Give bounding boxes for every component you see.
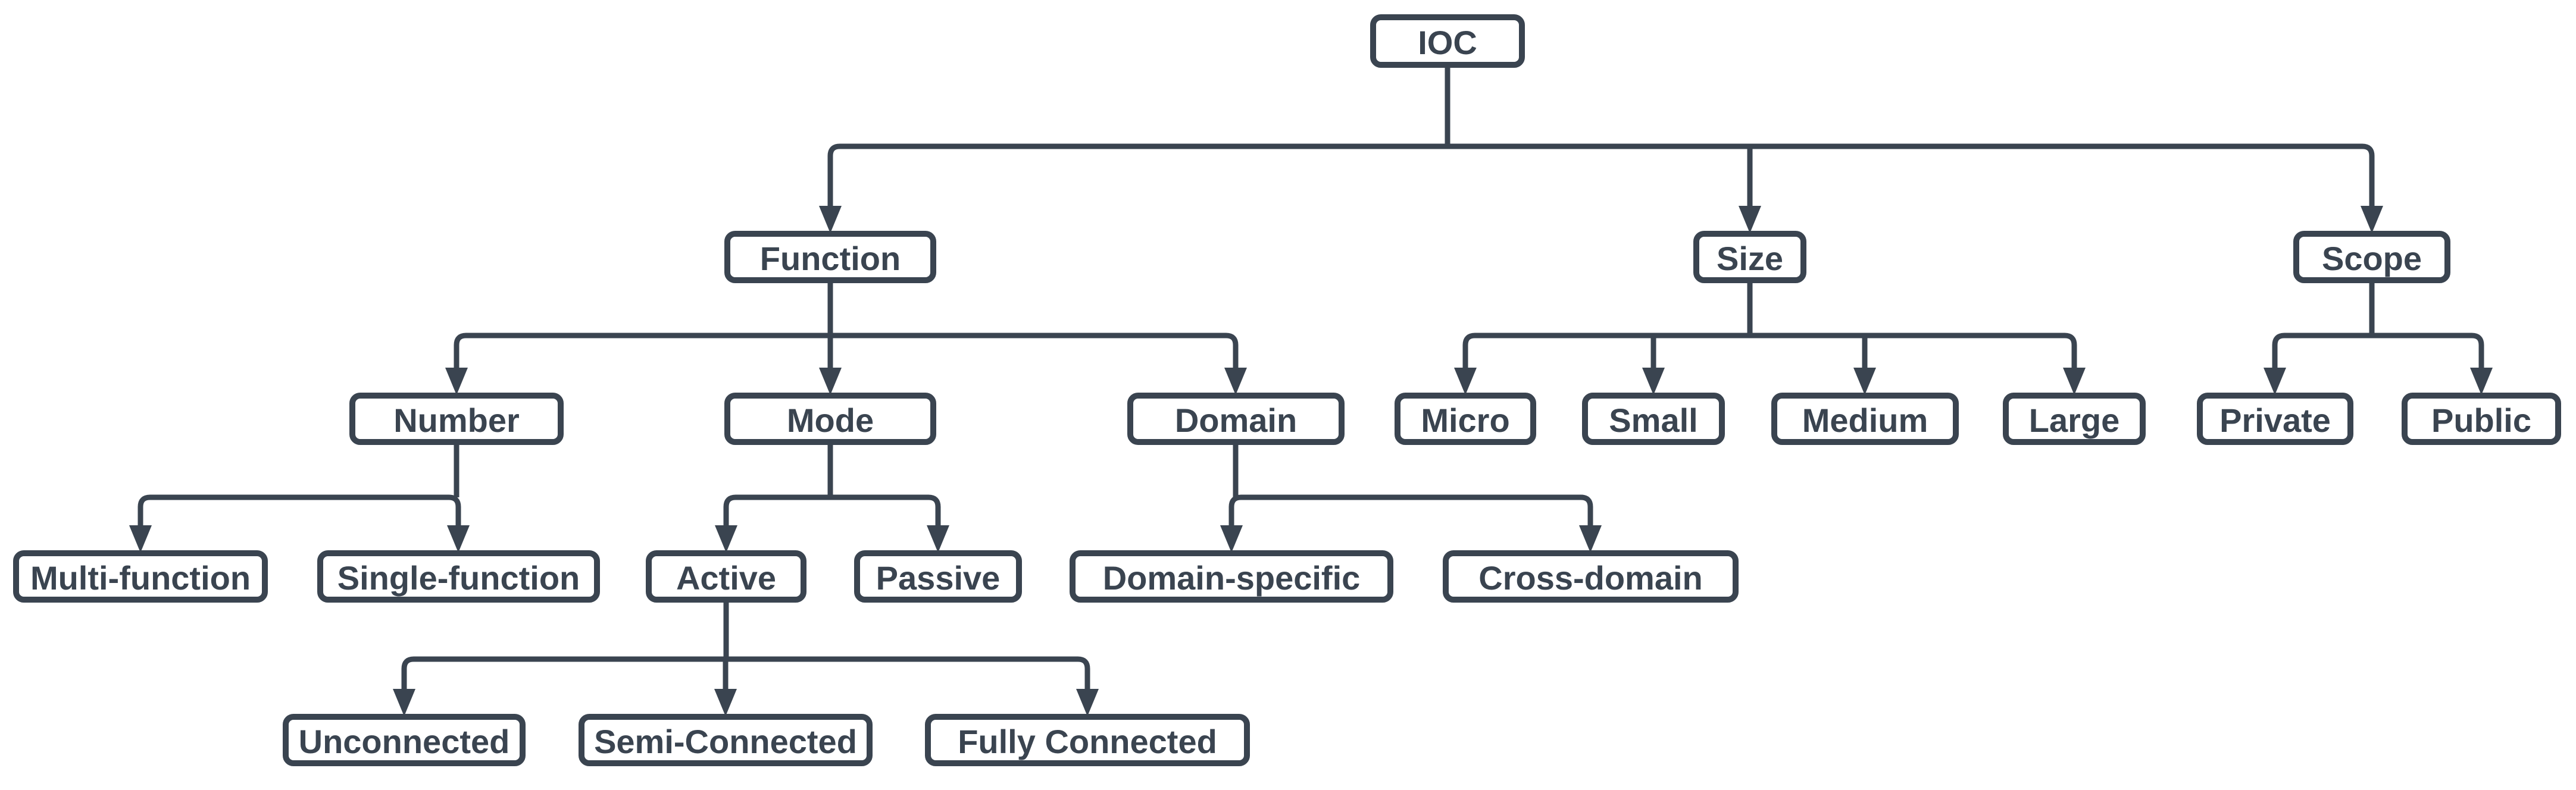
node-size: Size	[1693, 231, 1806, 283]
node-large: Large	[2003, 393, 2146, 445]
arrowhead	[1220, 525, 1243, 553]
node-unconnected: Unconnected	[283, 714, 526, 766]
arrowhead	[1739, 206, 1761, 233]
node-single-function: Single-function	[317, 550, 600, 603]
arrowhead	[1853, 368, 1876, 395]
node-medium: Medium	[1771, 393, 1959, 445]
arrowhead	[1076, 689, 1099, 716]
edge-domain-children	[1220, 445, 1602, 553]
node-multi-function: Multi-function	[13, 550, 268, 603]
connector-line	[1228, 494, 1593, 528]
arrowhead	[819, 368, 842, 395]
arrowhead	[445, 368, 468, 395]
connector-line	[827, 143, 2375, 208]
connector-line	[1462, 333, 2077, 370]
node-cross-domain: Cross-domain	[1443, 550, 1739, 603]
node-active: Active	[646, 550, 806, 603]
node-function: Function	[724, 231, 936, 283]
arrowhead	[1642, 368, 1665, 395]
node-domain: Domain	[1127, 393, 1345, 445]
node-domain-specific: Domain-specific	[1070, 550, 1393, 603]
connector-line	[401, 656, 1090, 691]
arrowhead	[393, 689, 415, 716]
node-semi-connected: Semi-Connected	[579, 714, 873, 766]
node-mode: Mode	[724, 393, 936, 445]
edge-active-children	[393, 603, 1099, 716]
node-number: Number	[349, 393, 564, 445]
arrowhead	[715, 525, 737, 553]
edge-ioc-children	[819, 67, 2383, 233]
edge-size-children	[1454, 283, 2086, 395]
node-scope: Scope	[2293, 231, 2450, 283]
arrowhead	[819, 206, 842, 233]
arrowhead	[2470, 368, 2493, 395]
node-ioc: IOC	[1370, 14, 1525, 68]
arrowhead	[927, 525, 949, 553]
arrowhead	[129, 525, 152, 553]
connector-line	[723, 494, 941, 528]
arrowhead	[2063, 368, 2086, 395]
arrowhead	[1224, 368, 1247, 395]
node-small: Small	[1582, 393, 1725, 445]
node-passive: Passive	[854, 550, 1022, 603]
arrowhead	[2264, 368, 2286, 395]
arrowhead	[714, 689, 737, 716]
edge-number-children	[129, 445, 470, 553]
edge-mode-children	[715, 445, 949, 553]
node-private: Private	[2197, 393, 2353, 445]
connector-line	[137, 494, 461, 528]
arrowhead	[1454, 368, 1477, 395]
node-fully-connected: Fully Connected	[925, 714, 1250, 766]
node-public: Public	[2402, 393, 2561, 445]
arrowhead	[447, 525, 470, 553]
connector-line	[454, 333, 1239, 370]
edge-scope-children	[2264, 283, 2493, 395]
connector-line	[2272, 333, 2484, 370]
arrowhead	[1579, 525, 1602, 553]
arrowhead	[2361, 206, 2383, 233]
edge-function-children	[445, 283, 1247, 395]
node-micro: Micro	[1395, 393, 1536, 445]
